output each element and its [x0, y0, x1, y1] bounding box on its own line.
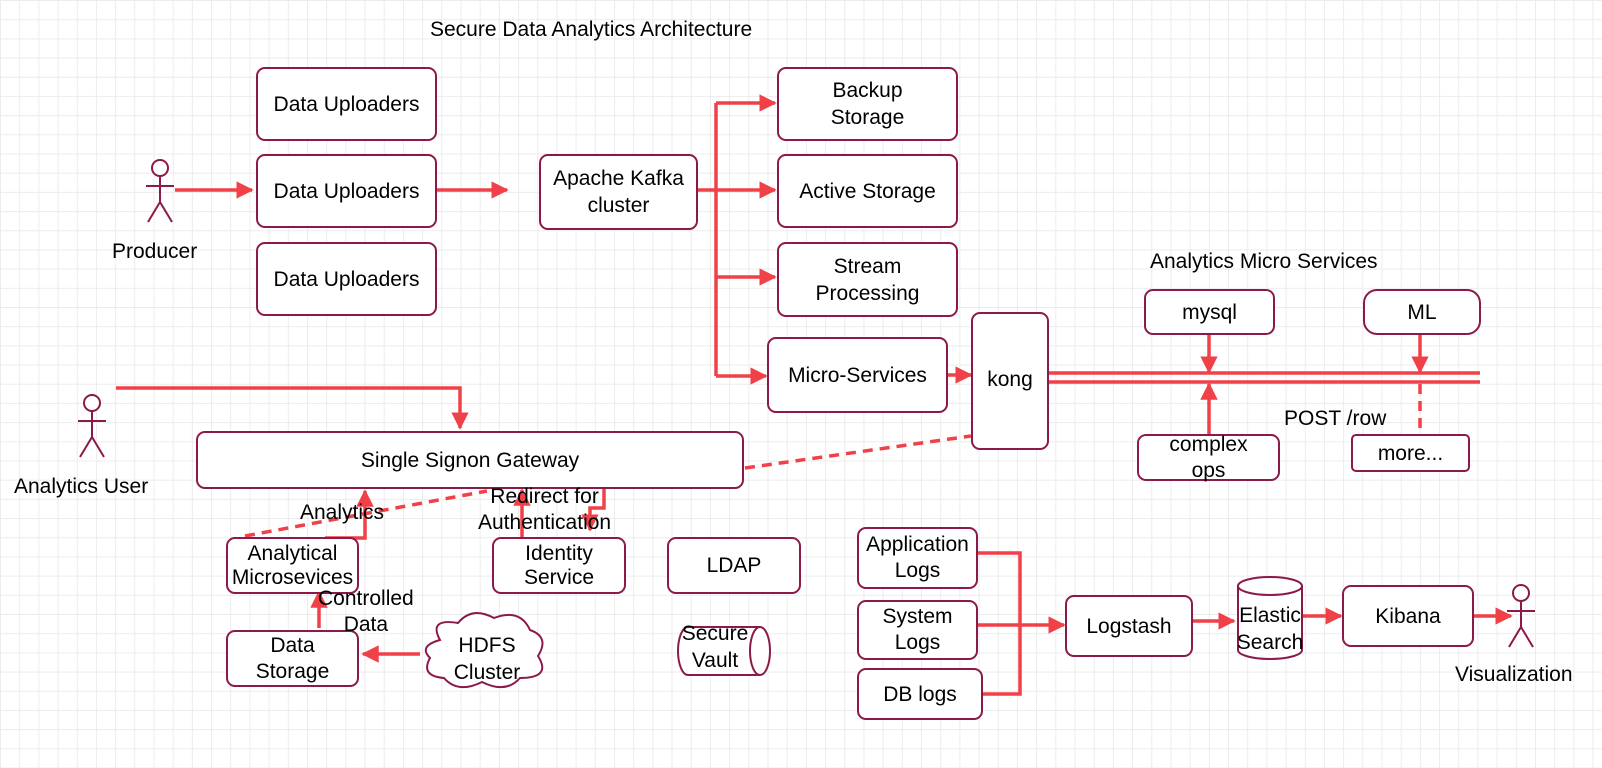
elastic-line-1: Elastic	[1239, 604, 1301, 627]
backup-storage-node[interactable]: Backup Storage	[777, 67, 958, 141]
stream-processing-node[interactable]: Stream Processing	[777, 242, 958, 317]
backup-line-2: Storage	[830, 106, 905, 129]
identity-line-2: Service	[523, 565, 595, 589]
syslogs-line-1: System	[882, 605, 953, 628]
analytics-user-label: Analytics User	[14, 475, 149, 498]
data-storage-line-2: Storage	[255, 659, 330, 683]
redirect-edge-label: Redirect for Authentication	[478, 484, 611, 536]
kafka-line-2: cluster	[587, 194, 650, 217]
vault-line-2: Vault	[691, 649, 739, 672]
edge-user-sso	[116, 386, 469, 430]
data-uploaders-node-1[interactable]: Data Uploaders	[256, 67, 437, 141]
kong-node[interactable]: kong	[971, 312, 1049, 450]
post-row-label: POST /row	[1284, 407, 1387, 430]
producer-actor-icon	[146, 159, 174, 223]
data-storage-node[interactable]: Data Storage	[226, 630, 359, 687]
controlled-data-edge-label: Controlled Data	[318, 586, 414, 638]
elastic-line-2: Search	[1236, 631, 1304, 654]
visualization-label: Visualization	[1455, 663, 1573, 686]
active-storage-node[interactable]: Active Storage	[777, 154, 958, 228]
analytics-micro-services-label: Analytics Micro Services	[1150, 250, 1378, 273]
analytics-user-actor-icon	[78, 394, 106, 458]
stream-line-2: Processing	[815, 281, 920, 305]
vault-line-1: Secure	[681, 622, 749, 645]
elastic-search-node[interactable]: Elastic Search	[1225, 602, 1315, 656]
complex-ops-node[interactable]: complex ops	[1137, 432, 1280, 482]
controlled-line-1: Controlled	[318, 587, 414, 610]
logstash-node[interactable]: Logstash	[1065, 595, 1193, 657]
ldap-node[interactable]: LDAP	[667, 537, 801, 594]
db-logs-node[interactable]: DB logs	[857, 668, 983, 720]
visualization-actor-icon	[1507, 584, 1535, 648]
data-uploaders-node-2[interactable]: Data Uploaders	[256, 154, 437, 228]
mysql-node[interactable]: mysql	[1144, 289, 1275, 335]
complex-line-1: complex	[1169, 432, 1248, 456]
micro-services-node[interactable]: Micro-Services	[767, 337, 948, 413]
edge-sso-identity	[581, 488, 606, 532]
producer-label: Producer	[112, 240, 198, 263]
kafka-node[interactable]: Apache Kafka cluster	[539, 154, 698, 230]
hdfs-line-1: HDFS	[458, 634, 516, 657]
diagram-title: Secure Data Analytics Architecture	[430, 18, 753, 41]
complex-line-2: ops	[1191, 458, 1226, 482]
identity-service-node[interactable]: Identity Service	[492, 537, 626, 594]
application-logs-node[interactable]: Application Logs	[857, 527, 978, 589]
secure-vault-node[interactable]: Secure Vault	[672, 620, 758, 674]
hdfs-cluster-node[interactable]: HDFS Cluster	[440, 632, 534, 686]
ml-node[interactable]: ML	[1363, 289, 1481, 335]
stream-line-1: Stream	[833, 254, 902, 278]
kafka-line-1: Apache Kafka	[553, 167, 684, 190]
kibana-node[interactable]: Kibana	[1342, 585, 1474, 647]
identity-line-1: Identity	[525, 541, 593, 565]
backup-line-1: Backup	[832, 79, 903, 102]
redirect-line-1: Redirect for	[490, 485, 599, 508]
single-signon-gateway-node[interactable]: Single Signon Gateway	[196, 431, 744, 489]
edge-sso-kong	[744, 434, 972, 470]
analytical-line-1: Analytical	[247, 541, 338, 565]
redirect-line-2: Authentication	[478, 511, 612, 534]
elastic-cylinder-shape	[1237, 586, 1303, 660]
applogs-line-1: Application	[866, 533, 969, 556]
applogs-line-2: Logs	[894, 559, 941, 582]
analytics-edge-label: Analytics	[300, 501, 385, 524]
hdfs-line-2: Cluster	[453, 661, 521, 684]
more-node[interactable]: more...	[1351, 434, 1470, 472]
hdfs-cloud-shape	[424, 612, 544, 689]
syslogs-line-2: Logs	[894, 631, 941, 654]
system-logs-node[interactable]: System Logs	[857, 600, 978, 660]
data-storage-line-1: Data	[270, 633, 315, 657]
analytical-line-2: Microsevices	[231, 565, 354, 589]
controlled-line-2: Data	[343, 613, 389, 636]
data-uploaders-node-3[interactable]: Data Uploaders	[256, 242, 437, 316]
analytical-microservices-node[interactable]: Analytical Microsevices	[226, 537, 359, 594]
